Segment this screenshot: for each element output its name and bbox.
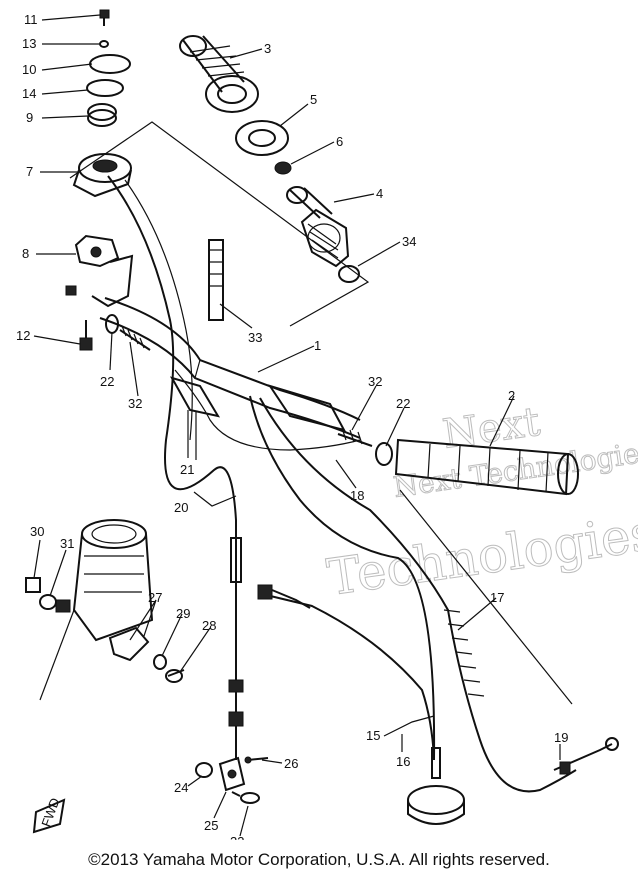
callout-18: 18 — [350, 488, 364, 503]
callout-19: 19 — [554, 730, 568, 745]
assembly-box — [69, 121, 370, 327]
callout-30: 30 — [30, 524, 44, 539]
part-bolt-12 — [79, 320, 93, 351]
part-29 — [153, 654, 167, 670]
callout-2: 2 — [508, 388, 515, 403]
callout-22-left: 22 — [100, 374, 114, 389]
part-21 — [169, 376, 221, 460]
part-gasket-14 — [86, 79, 124, 97]
fwd-arrow-icon: FWD — [32, 796, 66, 834]
part-25 — [218, 756, 246, 792]
part-6 — [274, 161, 292, 175]
callout-31: 31 — [60, 536, 74, 551]
callout-12: 12 — [16, 328, 30, 343]
callout-4: 4 — [376, 186, 383, 201]
part-grip-3 — [179, 35, 259, 113]
callout-10: 10 — [22, 62, 36, 77]
part-washer-13 — [99, 40, 109, 48]
watermark-line2: Next — [440, 399, 543, 458]
callout-24: 24 — [174, 780, 188, 795]
part-spring-32-left — [119, 325, 151, 351]
part-18 — [267, 384, 346, 432]
part-24 — [195, 762, 213, 778]
part-clutch-perch — [39, 519, 154, 701]
callout-22-right: 22 — [396, 396, 410, 411]
part-bracket-8 — [65, 234, 134, 308]
leader-lines — [33, 14, 573, 837]
part-9 — [87, 103, 117, 127]
part-33 — [208, 239, 224, 321]
part-throttle-housing-7 — [72, 153, 132, 198]
callout-34: 34 — [402, 234, 416, 249]
callout-32-left: 32 — [128, 396, 142, 411]
callout-1: 1 — [314, 338, 321, 353]
callout-21: 21 — [180, 462, 194, 477]
part-nut-30 — [25, 577, 41, 593]
callout-5: 5 — [310, 92, 317, 107]
callout-25: 25 — [204, 818, 218, 833]
cable-15 — [249, 395, 436, 761]
callout-3: 3 — [264, 41, 271, 56]
part-23 — [231, 791, 260, 804]
callout-13: 13 — [22, 36, 36, 51]
part-washer-5 — [235, 120, 289, 156]
part-throttle-tube-4 — [286, 186, 350, 268]
part-handlebar-1 — [99, 297, 361, 451]
part-washer-22-right — [375, 442, 393, 466]
copyright-notice: ©2013 Yamaha Motor Corporation, U.S.A. A… — [88, 850, 550, 869]
part-cover-10 — [89, 54, 131, 74]
callout-15: 15 — [366, 728, 380, 743]
part-27 — [108, 626, 150, 662]
callout-23: 23 — [230, 834, 244, 840]
part-26 — [244, 756, 269, 764]
part-bolt-28 — [165, 669, 185, 683]
part-16 — [407, 747, 465, 825]
callout-29: 29 — [176, 606, 190, 621]
callout-20: 20 — [174, 500, 188, 515]
throttle-cables-20 — [107, 175, 244, 760]
watermark: Next Technologies Next Technologies — [323, 398, 638, 607]
callout-32-right: 32 — [368, 374, 382, 389]
part-34 — [338, 265, 360, 283]
part-19 — [553, 737, 619, 775]
parts-diagram: Next Technologies Next Technologies — [16, 9, 638, 840]
callout-numbers: 11 13 10 14 9 3 5 6 4 34 7 8 12 33 22 32… — [16, 12, 568, 840]
callout-28: 28 — [202, 618, 216, 633]
callout-7: 7 — [26, 164, 33, 179]
callout-17: 17 — [490, 590, 504, 605]
part-spring-32-right — [337, 427, 373, 447]
cable-17 — [259, 397, 577, 793]
callout-8: 8 — [22, 246, 29, 261]
callout-26: 26 — [284, 756, 298, 771]
callout-33: 33 — [248, 330, 262, 345]
callout-16: 16 — [396, 754, 410, 769]
part-grip-2 — [394, 438, 579, 496]
part-washer-31 — [39, 594, 57, 610]
callout-9: 9 — [26, 110, 33, 125]
callout-14: 14 — [22, 86, 36, 101]
part-screw-11 — [99, 9, 110, 26]
callout-27: 27 — [148, 590, 162, 605]
callout-6: 6 — [336, 134, 343, 149]
callout-11: 11 — [24, 12, 38, 27]
